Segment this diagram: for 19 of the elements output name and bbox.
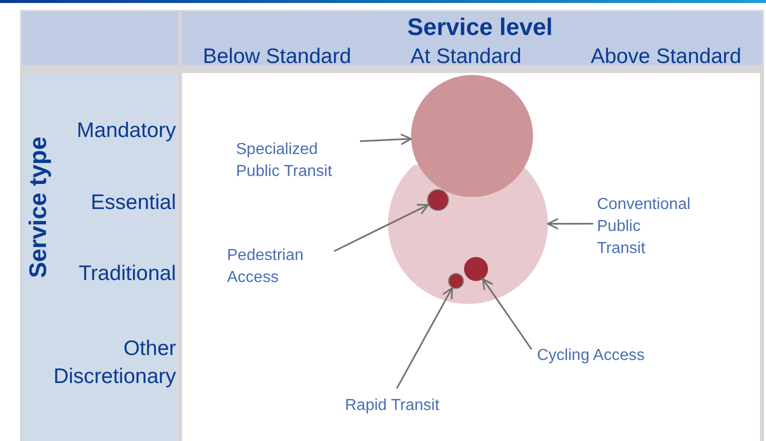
row-heading: Mandatory	[76, 120, 176, 141]
callout-label: Pedestrian Access	[227, 246, 304, 288]
column-heading: At Standard	[410, 46, 522, 67]
callout-label: Conventional Public Transit	[597, 195, 690, 259]
column-heading: Above Standard	[590, 46, 742, 67]
callout-label: Specialized Public Transit	[236, 140, 334, 182]
row-heading: Essential	[90, 192, 176, 213]
row-heading: Traditional	[78, 263, 176, 284]
leader-arrow	[334, 204, 429, 252]
axis-title: Service type	[27, 136, 51, 278]
leader-arrow	[547, 218, 594, 230]
leader-arrow	[396, 287, 453, 389]
callout-label: Rapid Transit	[345, 396, 440, 416]
row-heading: Other Discretionary	[52, 336, 176, 390]
leader-arrow	[482, 278, 532, 350]
axis-title: Service level	[406, 16, 554, 40]
column-heading: Below Standard	[202, 46, 352, 67]
leader-arrow	[360, 134, 412, 146]
callout-label: Cycling Access	[537, 346, 645, 366]
